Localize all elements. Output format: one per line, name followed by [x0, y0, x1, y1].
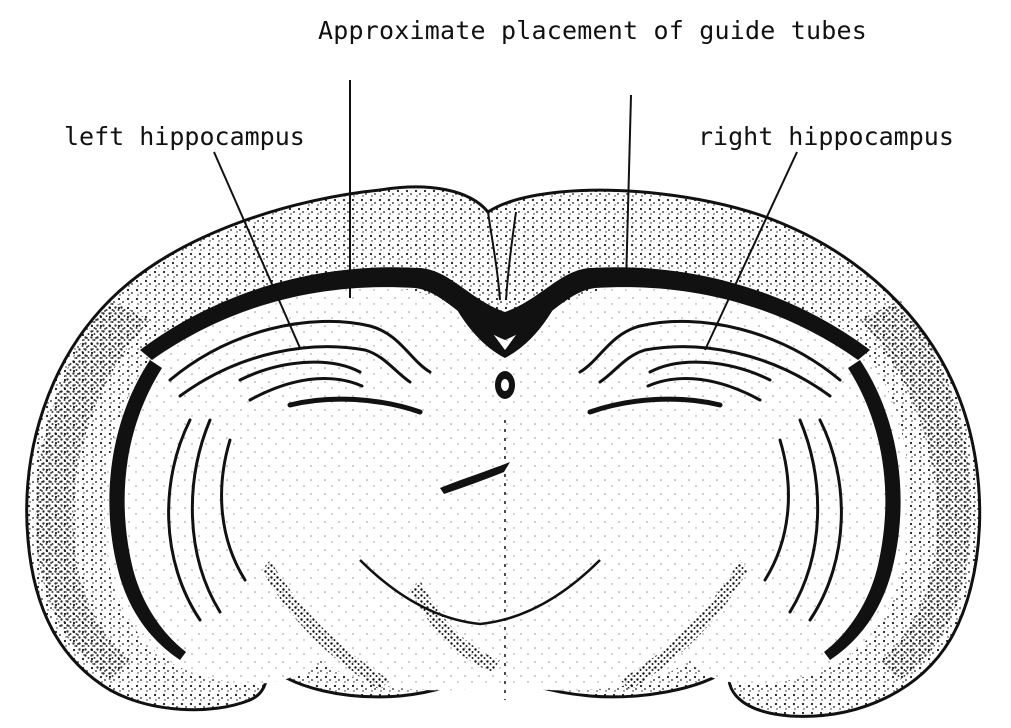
- left-hippocampus-label: left hippocampus: [64, 124, 305, 149]
- right-hippocampus-label: right hippocampus: [698, 124, 954, 149]
- diagram-title: Approximate placement of guide tubes: [318, 18, 867, 43]
